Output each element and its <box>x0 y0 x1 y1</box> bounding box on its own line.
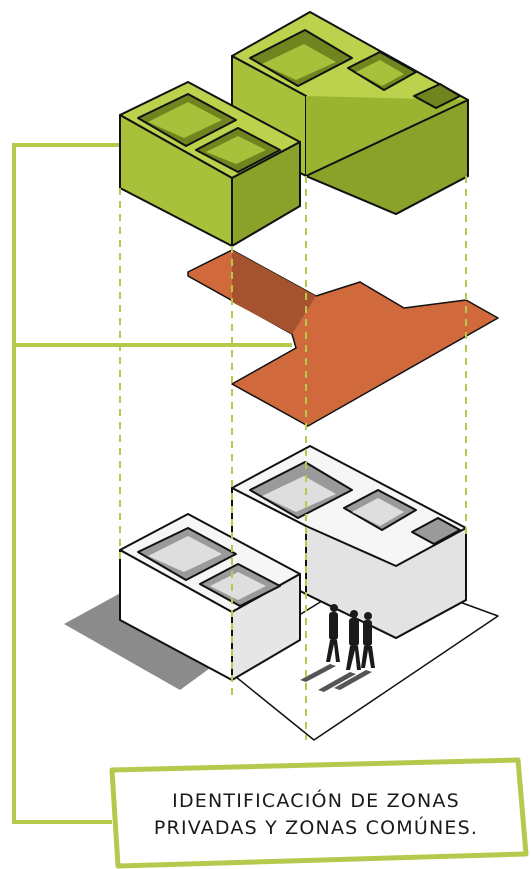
private-volume-left <box>119 81 301 247</box>
building-model <box>64 445 499 741</box>
leader-line-private <box>12 143 120 824</box>
common-zone-plate <box>187 249 499 427</box>
caption-line-2: PRIVADAS Y ZONAS COMÚNES. <box>153 817 479 839</box>
caption: IDENTIFICACIÓN DE ZONAS PRIVADAS Y ZONAS… <box>112 770 520 860</box>
person-figure <box>334 612 375 690</box>
private-zone-volumes <box>119 11 469 247</box>
person-figure <box>318 610 361 692</box>
projection-lines <box>119 176 467 740</box>
caption-frame <box>109 757 529 869</box>
caption-line-1: IDENTIFICACIÓN DE ZONAS <box>172 790 460 812</box>
white-volume-left <box>119 513 301 681</box>
leader-bracket <box>12 143 292 824</box>
people-figures <box>300 604 375 692</box>
person-figure <box>300 604 340 682</box>
